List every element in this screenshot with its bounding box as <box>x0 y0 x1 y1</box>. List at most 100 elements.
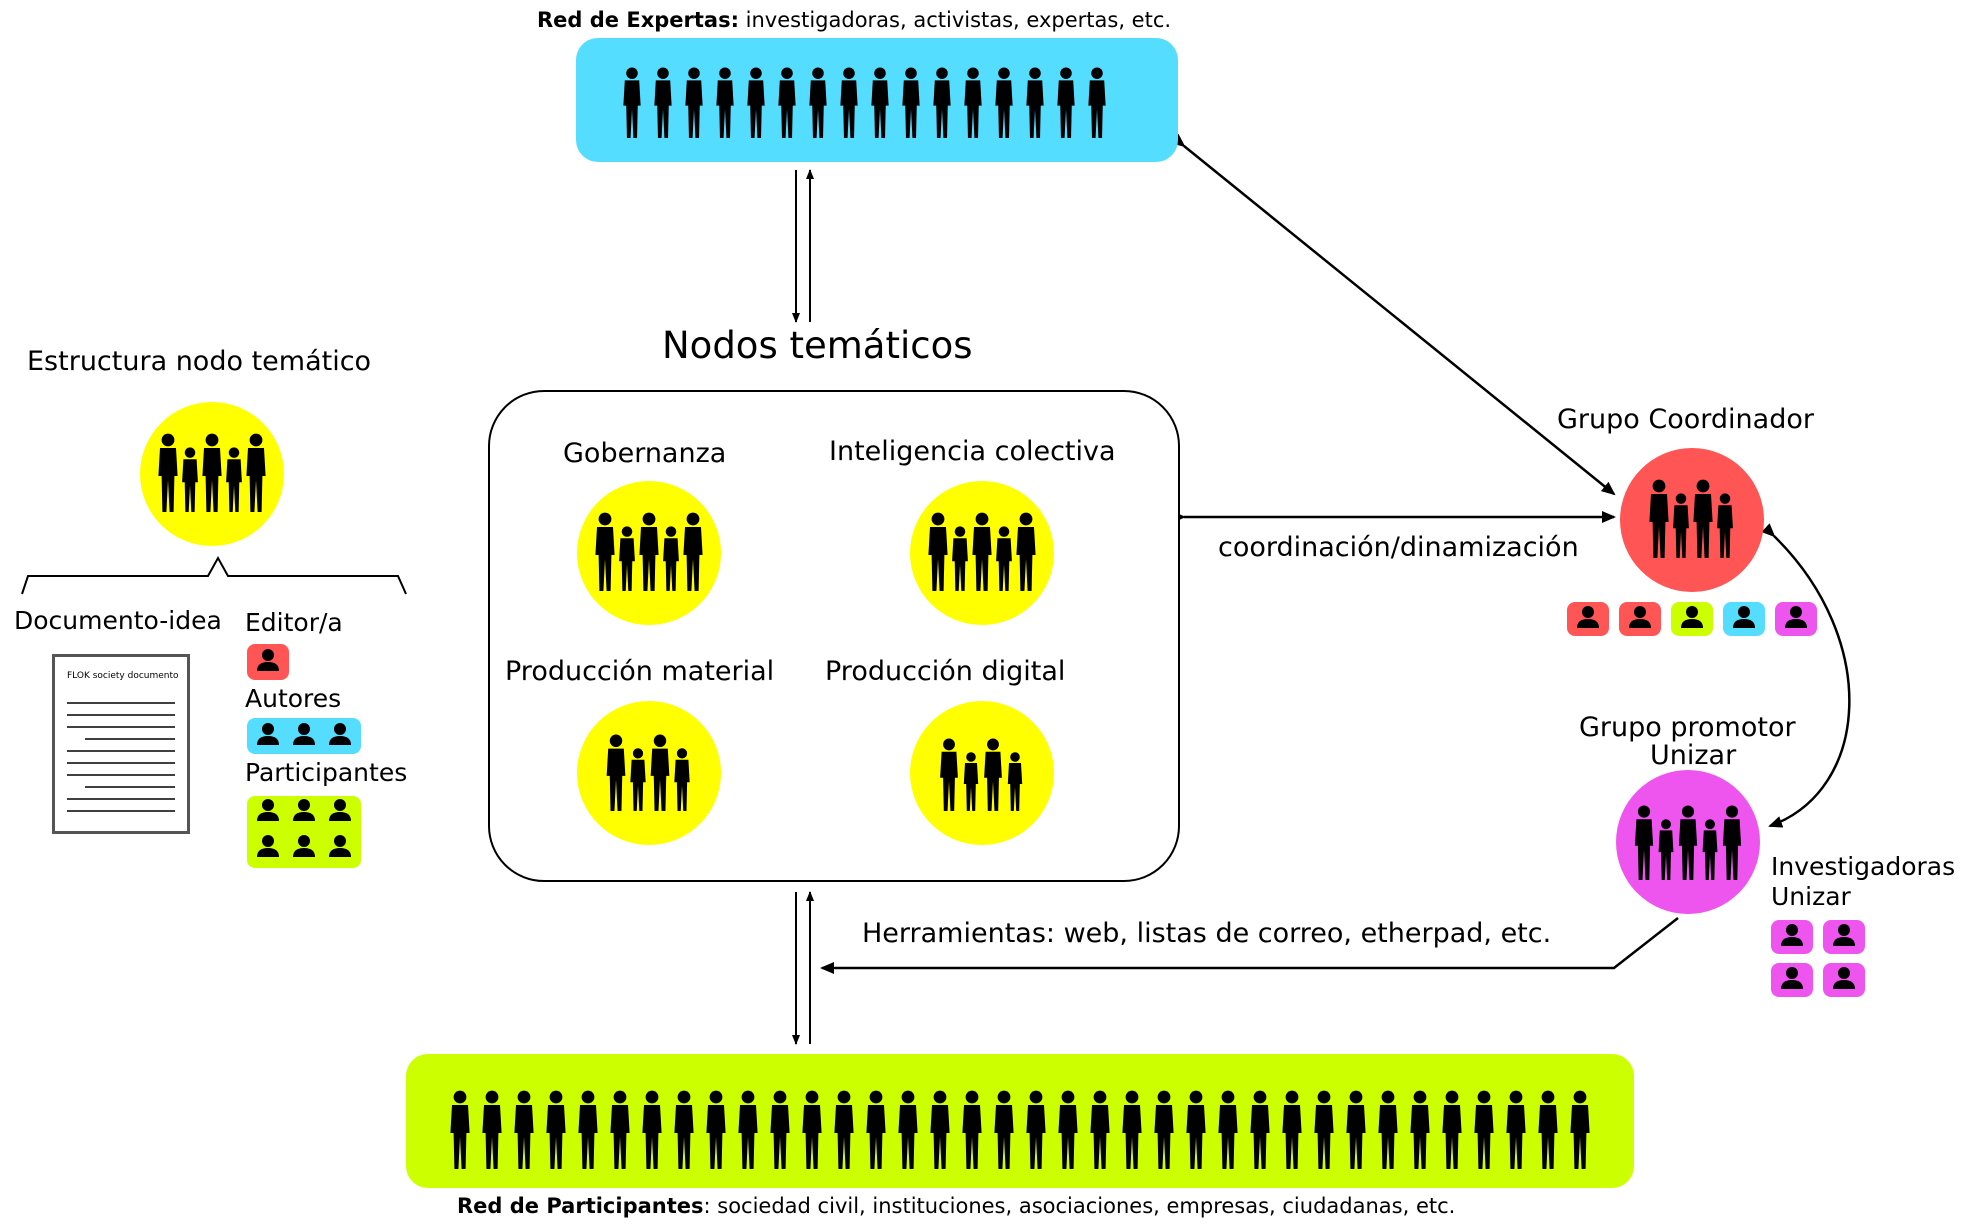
participante-silhouette-icon <box>1378 1090 1398 1169</box>
autores-label: Autores <box>245 684 342 713</box>
experta-silhouette-icon <box>840 67 858 138</box>
arrow-coordinador-promotor <box>1761 523 1851 828</box>
investigadora-member-icon <box>1823 963 1865 997</box>
participante-silhouette-icon <box>674 1090 694 1169</box>
participante-silhouette-icon <box>514 1090 534 1169</box>
experta-silhouette-icon <box>964 67 982 138</box>
inteligencia-person-icon <box>996 526 1012 591</box>
participante-silhouette-icon <box>1154 1090 1174 1169</box>
gobernanza-person-icon <box>619 526 635 591</box>
coordinacion-label: coordinación/dinamización <box>1218 532 1579 563</box>
promotor-person-icon <box>1634 805 1654 880</box>
estructura-person-icon <box>246 433 266 512</box>
coordinador-member-icon <box>1619 602 1661 636</box>
participante-silhouette-icon <box>994 1090 1014 1169</box>
participante-silhouette-icon <box>546 1090 566 1169</box>
produccion-material-person-icon <box>630 748 646 811</box>
gobernanza-person-icon <box>663 526 679 591</box>
participante-silhouette-icon <box>1442 1090 1462 1169</box>
documento-label: Documento-idea <box>14 606 222 635</box>
promotor-title-line2: Unizar <box>1650 740 1737 771</box>
coordinador-member-icon <box>1775 602 1817 636</box>
expertas-title: Red de Expertas: investigadoras, activis… <box>537 8 1171 32</box>
participantes-box <box>406 1054 1634 1188</box>
participante-silhouette-icon <box>1122 1090 1142 1169</box>
participante-silhouette-icon <box>1186 1090 1206 1169</box>
participantes-role-label: Participantes <box>245 758 408 787</box>
experta-silhouette-icon <box>1088 67 1106 138</box>
inteligencia-person-icon <box>928 512 948 591</box>
nodo-label-gobernanza: Gobernanza <box>563 438 727 469</box>
participante-silhouette-icon <box>1346 1090 1366 1169</box>
experta-silhouette-icon <box>778 67 796 138</box>
nodos-title: Nodos temáticos <box>662 324 973 367</box>
participante-silhouette-icon <box>1058 1090 1078 1169</box>
produccion-material-person-icon <box>650 734 670 811</box>
participante-silhouette-icon <box>1538 1090 1558 1169</box>
participante-silhouette-icon <box>482 1090 502 1169</box>
participante-silhouette-icon <box>930 1090 950 1169</box>
gobernanza-person-icon <box>595 512 615 591</box>
experta-silhouette-icon <box>623 67 641 138</box>
participantes-title-rest: : sociedad civil, instituciones, asociac… <box>703 1194 1456 1218</box>
participante-silhouette-icon <box>450 1090 470 1169</box>
participante-silhouette-icon <box>578 1090 598 1169</box>
promotor-person-icon <box>1702 819 1718 880</box>
participante-silhouette-icon <box>642 1090 662 1169</box>
produccion-digital-person-icon <box>984 738 1002 811</box>
experta-silhouette-icon <box>1057 67 1075 138</box>
editor-label: Editor/a <box>245 608 343 637</box>
doc-lines <box>67 702 175 812</box>
participantes-people <box>450 1090 1590 1169</box>
experta-silhouette-icon <box>654 67 672 138</box>
estructura-title: Estructura nodo temático <box>27 346 372 377</box>
participante-silhouette-icon <box>1090 1090 1110 1169</box>
investigadora-member-icon <box>1771 963 1813 997</box>
editor-role-icon <box>247 644 289 680</box>
participante-silhouette-icon <box>866 1090 886 1169</box>
participante-silhouette-icon <box>1570 1090 1590 1169</box>
participantes-role-icon <box>247 796 361 868</box>
participante-silhouette-icon <box>706 1090 726 1169</box>
investigadora-member-icon <box>1823 920 1865 954</box>
promotor-person-icon <box>1722 805 1742 880</box>
experta-silhouette-icon <box>685 67 703 138</box>
participante-silhouette-icon <box>1250 1090 1270 1169</box>
experta-silhouette-icon <box>716 67 734 138</box>
herramientas-label: Herramientas: web, listas de correo, eth… <box>862 918 1552 949</box>
nodo-label-produccion-digital: Producción digital <box>825 656 1066 687</box>
arrow-herramientas <box>820 917 1679 974</box>
autores-role-icon <box>247 718 361 754</box>
coordinador-title: Grupo Coordinador <box>1557 404 1814 435</box>
produccion-material-person-icon <box>674 748 690 811</box>
experta-silhouette-icon <box>1026 67 1044 138</box>
investigadora-member-icon <box>1771 920 1813 954</box>
expertas-title-bold: Red de Expertas: <box>537 8 739 32</box>
nodo-label-produccion-material: Producción material <box>505 656 775 687</box>
participante-silhouette-icon <box>898 1090 918 1169</box>
experta-silhouette-icon <box>809 67 827 138</box>
experta-silhouette-icon <box>902 67 920 138</box>
participante-silhouette-icon <box>1410 1090 1430 1169</box>
coordinador-member-icon <box>1567 602 1609 636</box>
produccion-digital-person-icon <box>1007 752 1023 811</box>
documento-idea: FLOK society documento <box>52 654 190 834</box>
participantes-title: Red de Participantes: sociedad civil, in… <box>457 1194 1455 1218</box>
coordinador-member-icon <box>1671 602 1713 636</box>
estructura-person-icon <box>202 433 222 512</box>
produccion-digital-person-icon <box>963 752 979 811</box>
participante-silhouette-icon <box>1218 1090 1238 1169</box>
participante-silhouette-icon <box>1026 1090 1046 1169</box>
produccion-digital-person-icon <box>940 738 958 811</box>
participante-silhouette-icon <box>1314 1090 1334 1169</box>
inteligencia-person-icon <box>1016 512 1036 591</box>
promotor-title-line1: Grupo promotor <box>1579 712 1796 743</box>
participantes-title-bold: Red de Participantes <box>457 1194 704 1218</box>
experta-silhouette-icon <box>933 67 951 138</box>
estructura-bracket <box>21 555 407 595</box>
nodo-label-inteligencia: Inteligencia colectiva <box>829 436 1116 467</box>
participante-silhouette-icon <box>770 1090 790 1169</box>
doc-header: FLOK society documento <box>67 671 179 681</box>
